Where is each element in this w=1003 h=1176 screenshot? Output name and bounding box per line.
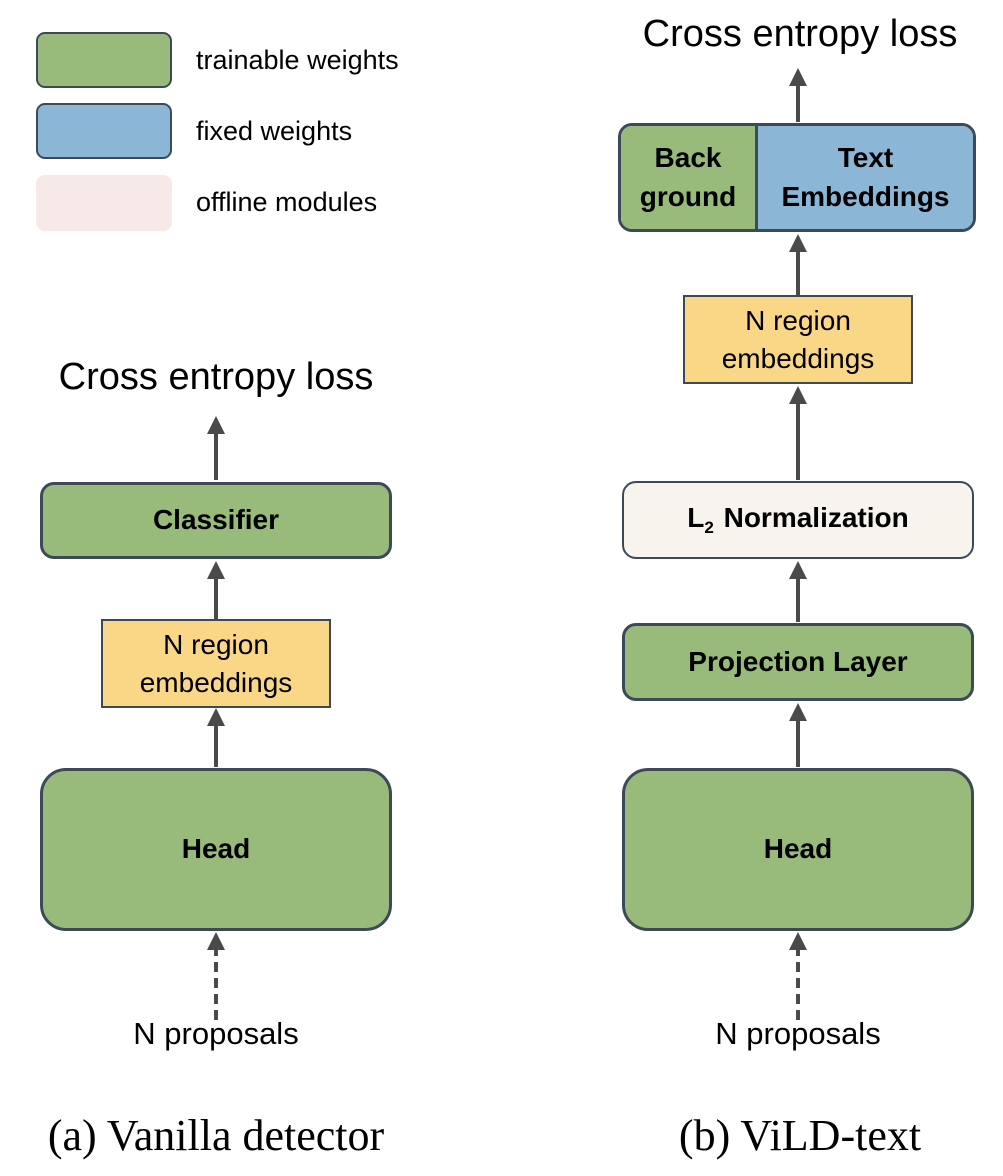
panel-a-caption: (a) Vanilla detector	[47, 1111, 385, 1160]
panel-b-loss-label: Cross entropy loss	[642, 13, 958, 55]
arrowhead-b-projection-to-normalization	[789, 561, 807, 579]
panel-a-head-box: Head	[40, 768, 392, 931]
panel-a-region-embeddings-box: N region embeddings	[101, 619, 331, 708]
legend-swatch-fixed	[36, 103, 172, 159]
panel-b-projection-box: Projection Layer	[622, 623, 974, 701]
arrowhead-b-classifier-to-loss	[789, 68, 807, 86]
panel-b-text-embeddings-line2: Embeddings	[781, 180, 950, 212]
panel-b-normalization-box: L2 Normalization	[622, 481, 974, 559]
legend-swatch-trainable	[36, 32, 172, 88]
panel-b-normalization-label: Normalization	[723, 502, 909, 534]
legend-label-trainable: trainable weights	[196, 45, 399, 75]
panel-b-region-embeddings-box: N region embeddings	[683, 295, 913, 384]
panel-b-head-box: Head	[622, 768, 974, 931]
panel-b-normalization-prefix: L	[687, 502, 705, 534]
arrowhead-b-embeddings-to-classifier	[789, 234, 807, 252]
panel-b-normalization-label-wrap: L2 Normalization	[687, 500, 909, 539]
arrowhead-b-proposals-to-head	[789, 932, 807, 950]
panel-b-normalization-subscript: 2	[704, 518, 714, 538]
panel-b-projection-label: Projection Layer	[688, 645, 908, 677]
panel-a-embeddings-line1: N region	[163, 628, 269, 660]
panel-a-head-label: Head	[181, 833, 251, 865]
panel-b-background-line1: Back	[654, 141, 722, 173]
panel-b-caption: (b) ViLD-text	[678, 1111, 922, 1160]
panel-b-embeddings-line1: N region	[745, 304, 851, 336]
panel-b-classifier-box: Back ground Text Embeddings	[618, 123, 976, 232]
panel-a-classifier-box: Classifier	[40, 482, 392, 559]
panel-a-arrows	[207, 416, 225, 1020]
arrowhead-a-head-to-embeddings	[207, 708, 225, 726]
arrowhead-b-normalization-to-embeddings	[789, 386, 807, 404]
arrowhead-a-embeddings-to-classifier	[207, 561, 225, 579]
panel-b-proposals-label: N proposals	[715, 1016, 881, 1051]
panel-b-arrows	[789, 68, 807, 1020]
arrowhead-a-proposals-to-head	[207, 932, 225, 950]
legend-label-fixed: fixed weights	[196, 116, 353, 146]
panel-b-background-cell: Back ground	[621, 126, 758, 229]
panel-b-background-line2: ground	[639, 180, 737, 212]
panel-a-proposals-label: N proposals	[133, 1016, 299, 1051]
panel-b-text-embeddings-cell: Text Embeddings	[758, 126, 973, 229]
panel-b-text-embeddings-line1: Text	[837, 141, 894, 173]
panel-a-loss-label: Cross entropy loss	[58, 356, 374, 398]
arrowhead-a-classifier-to-loss	[207, 416, 225, 434]
legend-swatch-offline	[36, 175, 172, 231]
panel-a-embeddings-line2: embeddings	[139, 666, 293, 698]
panel-b-head-label: Head	[763, 833, 833, 865]
arrowhead-b-head-to-projection	[789, 703, 807, 721]
panel-b-embeddings-line2: embeddings	[721, 342, 875, 374]
panel-a-classifier-label: Classifier	[152, 504, 280, 536]
legend-label-offline: offline modules	[196, 187, 378, 217]
